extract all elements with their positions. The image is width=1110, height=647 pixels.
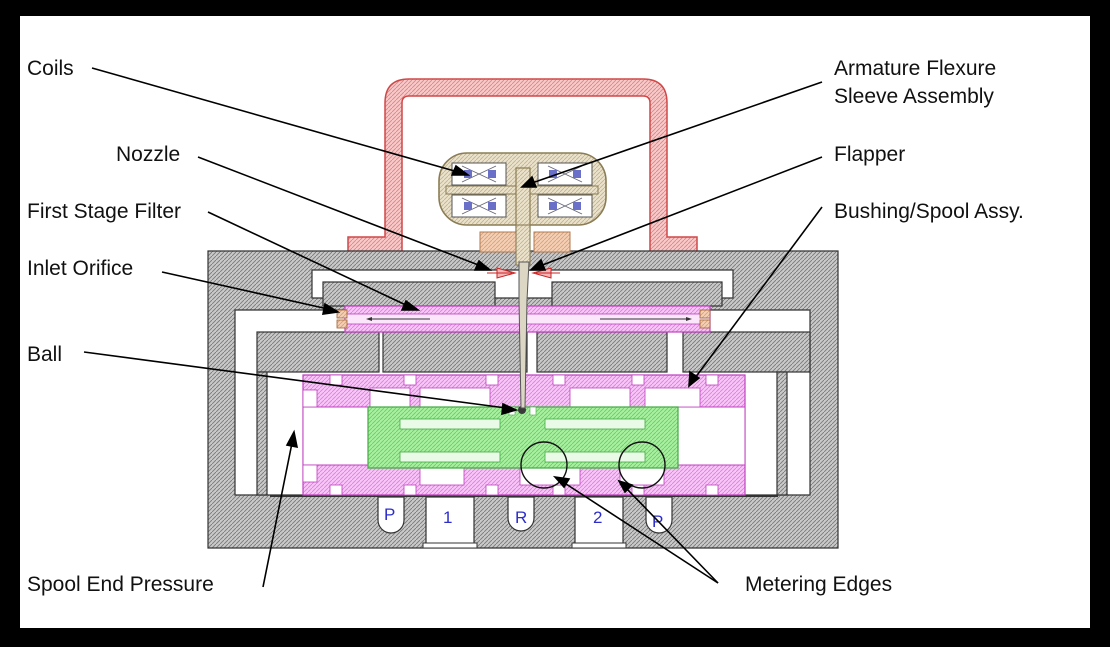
torque-motor (438, 152, 607, 233)
label-armature-line1: Armature Flexure (834, 57, 996, 80)
label-first-stage-filter: First Stage Filter (27, 200, 181, 223)
leader-lines (83, 67, 823, 588)
port-1: 1 (443, 508, 452, 527)
label-flapper: Flapper (834, 143, 905, 166)
label-ball: Ball (27, 343, 62, 366)
label-metering-edges: Metering Edges (745, 573, 892, 596)
pole-piece-frame (347, 78, 698, 254)
port-2: 2 (593, 508, 602, 527)
label-bushing-spool: Bushing/Spool Assy. (834, 200, 1024, 223)
label-coils: Coils (27, 57, 74, 80)
label-armature-line2: Sleeve Assembly (834, 85, 994, 108)
flapper-feedback-wire (518, 261, 530, 409)
port-p-left: P (384, 505, 395, 524)
valve-body (207, 250, 839, 549)
spool (367, 406, 679, 469)
label-inlet-orifice: Inlet Orifice (27, 257, 133, 280)
metering-edge-circle-left (520, 441, 568, 489)
label-spool-end-pressure: Spool End Pressure (27, 573, 214, 596)
label-nozzle: Nozzle (116, 143, 180, 166)
port-r: R (515, 508, 527, 527)
nozzles (487, 267, 560, 279)
metering-edge-circle-right (618, 441, 666, 489)
